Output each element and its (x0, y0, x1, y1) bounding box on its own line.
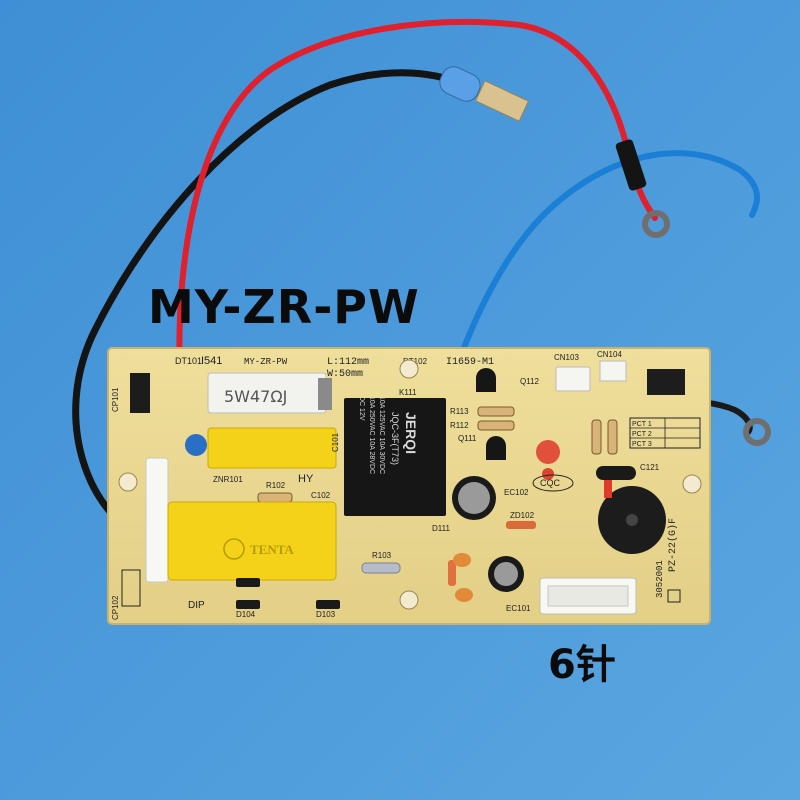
capacitor-brand: TENTA (250, 542, 294, 557)
zener-zd102 (506, 521, 536, 529)
resistor-r103 (361, 562, 401, 574)
silk-c101: C101 (331, 432, 340, 452)
silk-length: L:112mm (327, 357, 369, 368)
silk-q112: Q112 (520, 377, 540, 386)
silk-ec102: EC102 (504, 488, 529, 497)
red-capacitor (536, 440, 560, 464)
transistor-q112 (476, 368, 496, 392)
relay-text: JERQI JQC-3F(T73) 10A 125VAC 10A 30VDC 1… (358, 396, 419, 474)
yellow-capacitor-c101 (207, 427, 337, 469)
silk-cp102: CP102 (111, 595, 120, 620)
blue-wire (445, 150, 760, 398)
silk-dip: DIP (188, 600, 205, 611)
silk-c121: C121 (640, 463, 660, 472)
mount-hole (682, 474, 702, 494)
silk-cn103: CN103 (554, 353, 579, 362)
silk-znr101: ZNR101 (213, 475, 243, 484)
transistor-q111 (486, 436, 506, 460)
silk-q111: Q111 (458, 434, 477, 443)
tenta-logo (223, 538, 245, 560)
ceramic-capacitor (453, 553, 471, 567)
silk-d103: D103 (316, 610, 336, 619)
silk-k111: K111 (399, 388, 417, 397)
silk-cp101: CP101 (111, 387, 120, 412)
red-capacitor-small (542, 468, 554, 480)
connector-black-right (647, 369, 685, 395)
pin-count-label: 6针 (548, 642, 616, 688)
mount-hole (118, 472, 138, 492)
silk-r102: R102 (266, 481, 286, 490)
silk-square (667, 589, 681, 603)
silk-hy: HY (298, 473, 314, 485)
silk-code: I1659-M1 (446, 357, 494, 368)
silk-bottom-code: PZ-22(G)F (667, 518, 679, 572)
relay-brand: JERQI (403, 412, 419, 454)
diode-zd103 (448, 560, 456, 586)
silk-dt101: DT101 (175, 356, 202, 366)
relay-model: JQC-3F(T73) (390, 412, 400, 465)
resistor-r122 (607, 419, 618, 455)
electrolytic-ec102-top (458, 482, 490, 514)
disc-capacitor (185, 434, 207, 456)
diode-d103 (316, 600, 340, 609)
mount-hole (399, 359, 419, 379)
silk-bottom-code-2: 3052001 (655, 560, 665, 598)
pct-row-3: PCT 3 (632, 441, 652, 448)
silk-dt102: DT102 (403, 357, 428, 366)
silk-cqc: CQC (540, 478, 561, 488)
white-sleeve (145, 457, 169, 583)
six-pin-connector-housing (547, 585, 629, 607)
pct-row-1: PCT 1 (632, 421, 652, 428)
left-connector-cp101 (130, 373, 150, 413)
resistor-marking: 5W47ΩJ (224, 387, 287, 406)
pct-row-2: PCT 2 (632, 431, 652, 438)
resistor-r112 (477, 420, 515, 431)
buzzer-lead (604, 480, 612, 498)
mount-hole (399, 590, 419, 610)
diode-d101 (236, 578, 260, 587)
diode-d104 (236, 600, 260, 609)
silk-r112: R112 (450, 421, 469, 430)
pct-table: PCT 1 PCT 2 PCT 3 (629, 417, 701, 449)
buzzer-hole (626, 514, 638, 526)
silk-zd102: ZD102 (510, 511, 535, 520)
silk-cp102-outline (121, 569, 141, 607)
connector-cn104 (599, 360, 627, 382)
ring-terminal-1 (642, 210, 670, 238)
relay-rating-1: 10A 125VAC 10A 30VDC (378, 396, 385, 474)
resistor-r121 (591, 419, 602, 455)
ceramic-capacitor (455, 588, 473, 602)
yellow-capacitor-tenta (167, 501, 337, 581)
relay (344, 398, 446, 516)
silk-c102: C102 (311, 491, 331, 500)
silk-ec101: EC101 (506, 604, 531, 613)
silk-cn104: CN104 (597, 350, 622, 359)
spade-terminal (439, 66, 530, 122)
connector-cn103 (555, 366, 591, 392)
silk-width: W:50mm (327, 369, 363, 380)
relay-rating-2: 10A 250VAC 10A 28VDC (368, 396, 375, 474)
cqc-oval (532, 474, 574, 492)
model-label: MY-ZR-PW (148, 280, 420, 334)
resistor-end-cap (318, 378, 332, 410)
electrolytic-ec101-top (494, 562, 518, 586)
capacitor-c121 (596, 466, 636, 480)
resistor-r113 (477, 406, 515, 417)
ring-terminal-2 (743, 418, 771, 446)
silk-d111: D111 (432, 524, 450, 533)
silk-model: MY-ZR-PW (244, 357, 288, 367)
black-wire (72, 69, 474, 544)
silk-part: I541 (201, 355, 222, 367)
heat-shrink-sleeve (615, 139, 647, 191)
silk-r103: R103 (372, 551, 392, 560)
relay-coil: DC 12V (358, 396, 365, 421)
resistor-r102 (257, 492, 293, 503)
silk-r113: R113 (450, 407, 469, 416)
silk-d104: D104 (236, 610, 256, 619)
